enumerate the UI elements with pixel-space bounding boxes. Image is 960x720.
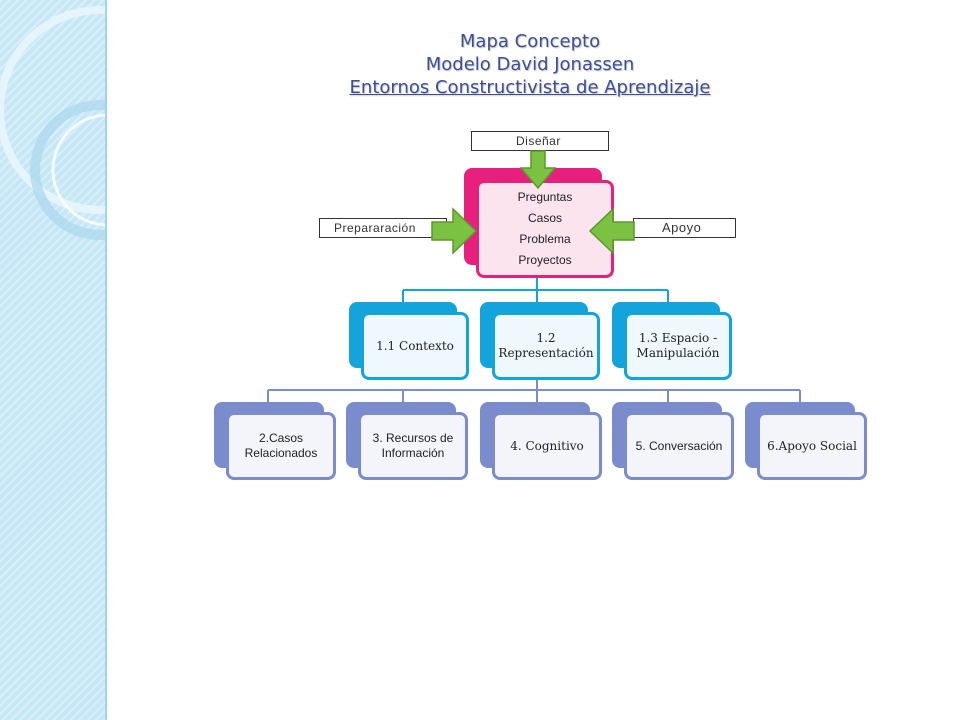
level1-node-representacion: 1.2 Representación [480, 302, 602, 382]
decorative-rings [0, 6, 105, 240]
arrow-left-icon [588, 207, 635, 255]
level2-label: 5. Conversación [635, 438, 723, 453]
level2-label: 4. Cognitivo [510, 438, 584, 453]
level1-label: 1.2 Representación [498, 331, 594, 360]
level2-node-conversacion: 5. Conversación [612, 402, 736, 482]
arrow-right-icon [431, 207, 478, 255]
root-node: Preguntas Casos Problema Proyectos [464, 168, 614, 278]
root-line-3: Problema [519, 232, 571, 246]
page-title: Mapa Concepto Modelo David Jonassen Ento… [230, 30, 830, 99]
root-line-2: Casos [527, 211, 562, 225]
level2-node-cognitivo: 4. Cognitivo [480, 402, 604, 482]
level2-node-casos: 2.Casos Relacionados [214, 402, 338, 482]
level2-label: 3. Recursos de Información [372, 431, 454, 460]
root-line-4: Proyectos [518, 253, 572, 267]
level2-node-apoyo-social: 6.Apoyo Social [745, 402, 869, 482]
arrow-down-icon [519, 150, 557, 190]
title-line-2: Modelo David Jonassen [425, 54, 635, 75]
decorative-sidebar [0, 0, 107, 720]
level2-label: 2.Casos Relacionados [244, 431, 318, 460]
title-line-3: Entornos Constructivista de Aprendizaje [349, 77, 711, 98]
label-apoyo: Apoyo [633, 218, 736, 238]
root-line-1: Preguntas [517, 190, 573, 204]
level1-node-espacio: 1.3 Espacio - Manipulación [612, 302, 734, 382]
level1-node-contexto: 1.1 Contexto [349, 302, 471, 382]
label-preparacion: Preparаración [319, 218, 447, 238]
level2-node-recursos: 3. Recursos de Información [346, 402, 470, 482]
label-disenar: Diseñar [471, 131, 609, 151]
title-line-1: Mapa Concepto [459, 31, 601, 52]
level1-label: 1.1 Contexto [376, 338, 454, 353]
level2-label: 6.Apoyo Social [767, 438, 857, 453]
level1-label: 1.3 Espacio - Manipulación [636, 331, 720, 360]
